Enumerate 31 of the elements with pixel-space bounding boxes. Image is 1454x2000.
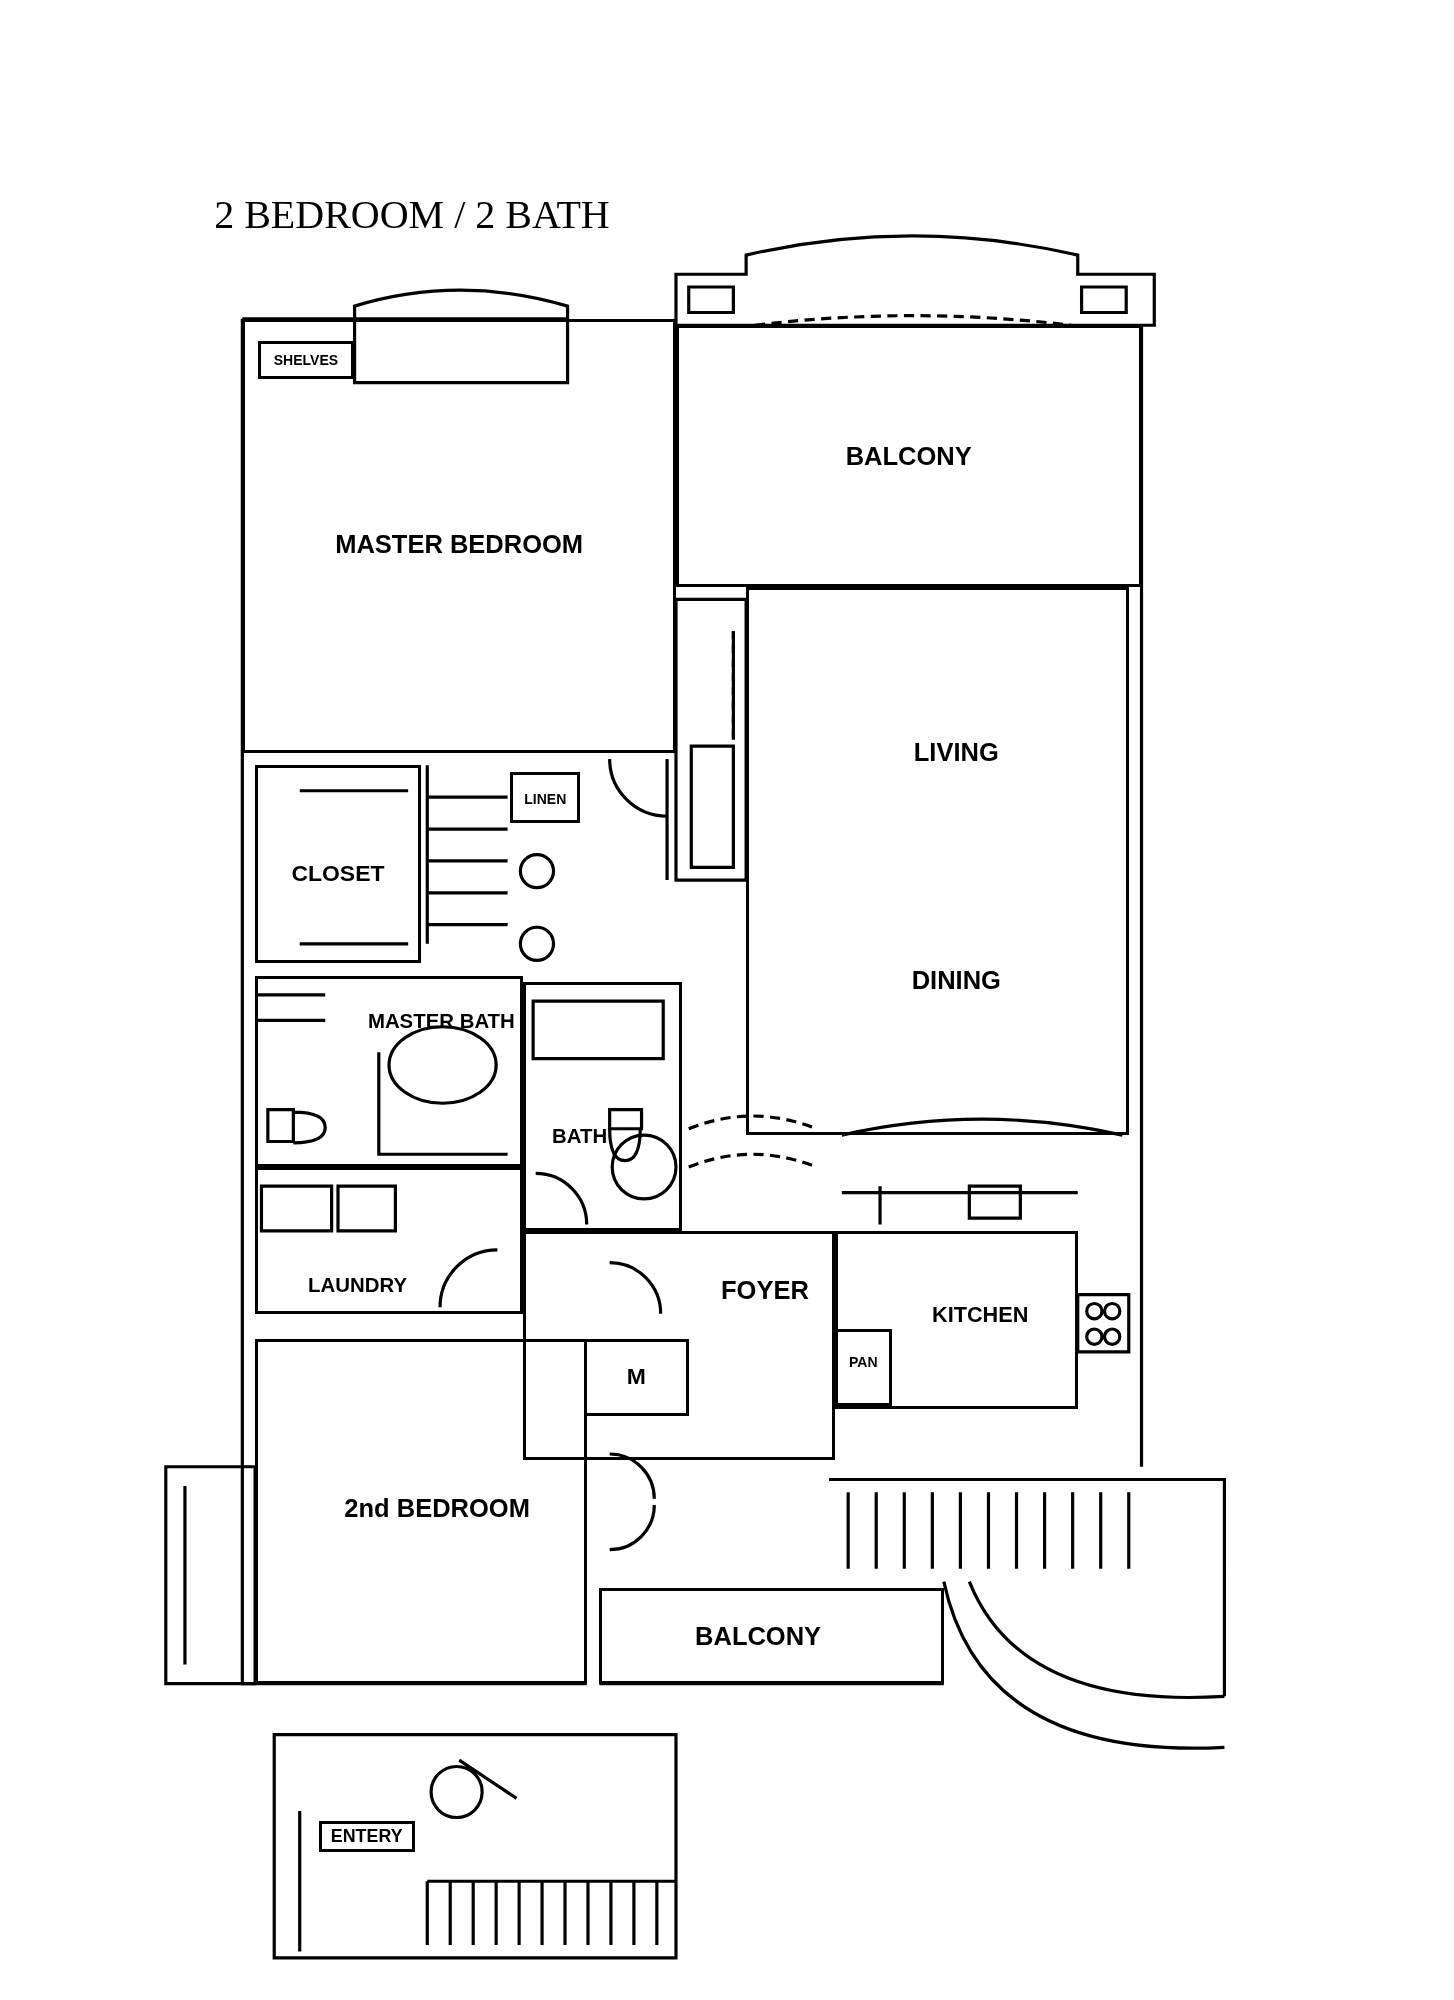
room-outline [255, 1339, 587, 1684]
room-outline [746, 586, 1129, 1136]
room-outline [510, 771, 581, 823]
room-label: LIVING [913, 737, 999, 768]
room-label: 2nd BEDROOM [344, 1492, 530, 1524]
room-outline [255, 1167, 523, 1314]
room-outline [318, 1821, 415, 1852]
room-label: BALCONY [845, 440, 972, 472]
room-label: BALCONY [695, 1620, 822, 1652]
room-outline [255, 975, 523, 1167]
plan-title: 2 BEDROOM / 2 BATH [214, 191, 610, 239]
room-label: LINEN [524, 790, 567, 808]
room-outline [522, 982, 683, 1231]
room-label: PAN [849, 1353, 878, 1371]
room-outline [258, 341, 354, 380]
room-label: KITCHEN [932, 1301, 1029, 1328]
room-outline [255, 765, 421, 963]
room-outline [522, 1230, 836, 1461]
room-label: MASTER BEDROOM [335, 528, 584, 560]
room-label: FOYER [721, 1274, 809, 1305]
room-label: SHELVES [273, 351, 339, 369]
room-outline [599, 1587, 944, 1684]
room-outline [242, 318, 676, 753]
room-outline [835, 1230, 1078, 1410]
room-label: M [626, 1363, 646, 1392]
room-label: CLOSET [291, 859, 385, 888]
room-outline [675, 325, 1142, 587]
room-label: DINING [911, 964, 1001, 996]
room-label: BATH [552, 1123, 608, 1148]
room-label: LAUNDRY [308, 1273, 408, 1298]
room-label: ENTERY [330, 1825, 403, 1848]
